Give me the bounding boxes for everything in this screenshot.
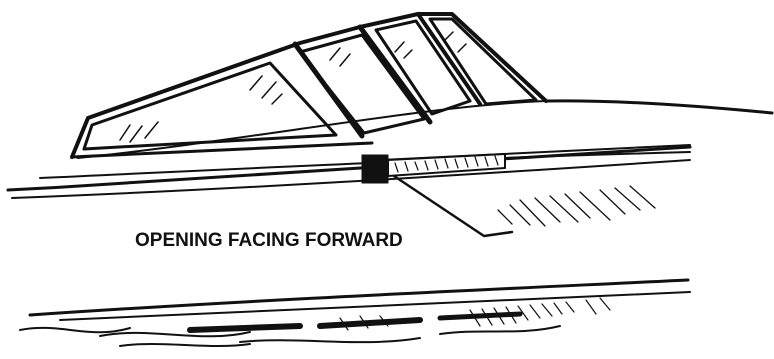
vent-opening bbox=[362, 154, 505, 183]
window-pane-center bbox=[300, 35, 424, 133]
hull-shading bbox=[498, 186, 655, 226]
gunwale-lines bbox=[8, 145, 690, 198]
waterline bbox=[30, 280, 690, 320]
callout-leader bbox=[394, 176, 512, 236]
window-pane-far-right bbox=[430, 19, 536, 104]
callout-label: OPENING FACING FORWARD bbox=[135, 230, 403, 251]
